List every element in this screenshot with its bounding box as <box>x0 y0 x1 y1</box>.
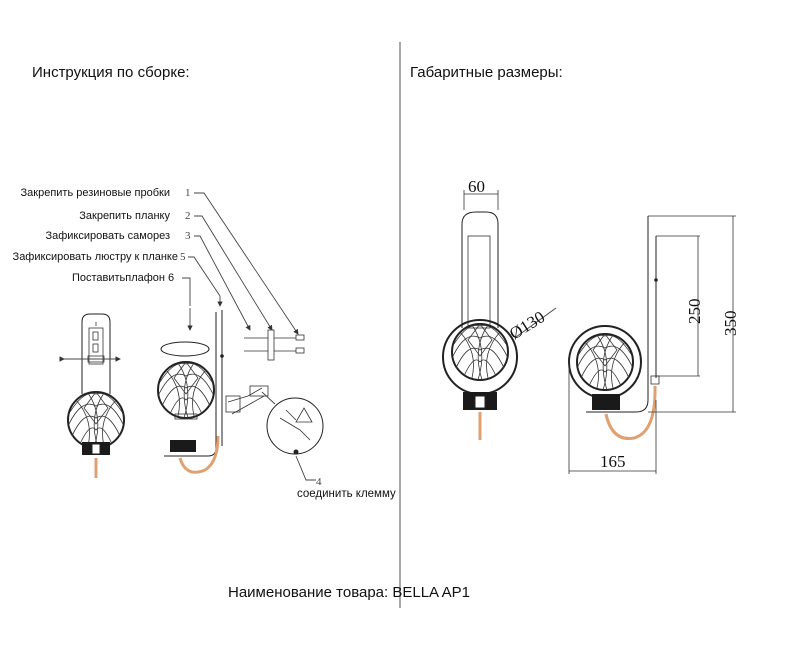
exploded-view <box>157 192 324 481</box>
dimensions-heading: Габаритные размеры: <box>410 64 563 81</box>
dim-width-60: 60 <box>468 177 485 196</box>
dim-depth-165: 165 <box>600 452 626 471</box>
dim-height-350: 350 <box>721 311 740 337</box>
step-number-3: 3 <box>185 230 191 242</box>
step-label-5: Зафиксировать люстру к планке <box>12 251 178 263</box>
dim-height-250: 250 <box>685 299 704 325</box>
assembly-heading: Инструкция по сборке: <box>32 64 190 81</box>
front-dimension-view: 60 Ø130 <box>442 177 557 440</box>
step-number-1: 1 <box>185 187 191 199</box>
step-label-3: Зафиксировать саморез <box>45 230 170 242</box>
step-number-6: 6 <box>168 272 175 284</box>
panel-divider <box>399 42 401 608</box>
step-label-4: соединить клемму <box>297 488 396 500</box>
step-number-5: 5 <box>180 251 186 263</box>
step-label-6: Поставитьплафон <box>71 272 165 284</box>
step-label-2: Закрепить планку <box>79 210 170 222</box>
step-label-1: Закрепить резиновые пробки <box>20 187 170 199</box>
dim-diameter: Ø130 <box>506 307 548 343</box>
side-dimension-view: 350 250 165 <box>568 215 740 474</box>
step-number-4: 4 <box>316 476 322 488</box>
front-view-assembled <box>59 313 125 478</box>
product-name: Наименование товара: BELLA AP1 <box>228 584 470 601</box>
step-number-2: 2 <box>185 210 191 222</box>
